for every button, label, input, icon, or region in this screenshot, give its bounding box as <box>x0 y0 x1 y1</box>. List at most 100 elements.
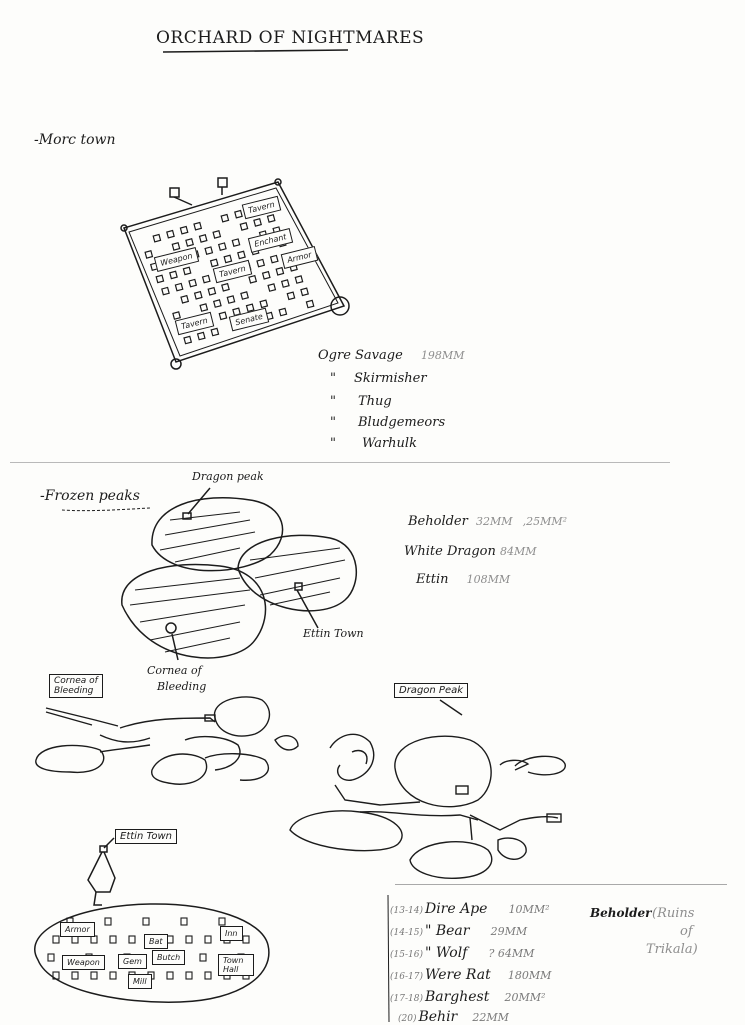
ettin-house-square <box>166 971 174 980</box>
morc-house-square <box>223 254 233 264</box>
morc-house-square <box>259 299 269 309</box>
ettin-house-square <box>218 917 226 926</box>
list-item: Beholder 32MM ,25MM² <box>408 514 568 529</box>
ettin-house-square <box>204 971 212 980</box>
ettin-house-square <box>52 935 60 944</box>
ettin-house-square <box>109 971 117 980</box>
ettin-house-square <box>242 935 250 944</box>
ettin-house-square <box>109 935 117 944</box>
table-row: (15-16)" Wolf ? 64MM <box>390 945 535 961</box>
morc-house-square <box>144 250 154 259</box>
ettin-building-armor: Armor <box>60 922 95 937</box>
morc-house-square <box>152 233 162 243</box>
morc-house-square <box>275 266 285 276</box>
morc-house-square <box>248 274 258 284</box>
morc-house-square <box>294 275 304 284</box>
morc-house-square <box>217 242 227 252</box>
morc-house-square <box>220 213 230 223</box>
ettin-house-square <box>71 971 79 980</box>
section-heading-frozen: -Frozen peaks <box>40 488 140 504</box>
morc-house-square <box>226 295 236 304</box>
morc-house-square <box>196 331 206 341</box>
ettin-building-bat: Bat <box>144 934 168 949</box>
ettin-house-square <box>185 935 193 944</box>
page-title: ORCHARD OF NIGHTMARES <box>156 28 425 48</box>
morc-house-square <box>166 229 175 239</box>
morc-house-square <box>171 242 181 251</box>
table-row: (17-18)Barghest 20MM² <box>390 989 546 1005</box>
ettin-house-square <box>185 971 193 980</box>
ettin-building-inn: Inn <box>220 926 243 941</box>
list-item: Ogre Savage 198MM <box>318 348 465 363</box>
side-note-ruins: (Ruins <box>652 906 695 921</box>
ettin-house-square <box>47 953 55 962</box>
morc-house-square <box>179 225 189 235</box>
table-row: (16-17)Were Rat 180MM <box>390 967 552 983</box>
ettin-building-town-hall: Town Hall <box>218 954 254 976</box>
morc-house-square <box>218 311 228 321</box>
morc-house-square <box>204 246 214 256</box>
list-item: "Warhulk <box>330 436 417 451</box>
morc-house-square <box>240 291 249 300</box>
table-row: (20)Behir 22MM <box>398 1009 509 1025</box>
morc-house-square <box>269 254 279 264</box>
morc-house-square <box>209 258 219 268</box>
list-item: Ettin 108MM <box>416 572 511 587</box>
morc-house-square <box>185 238 194 247</box>
morc-house-square <box>280 279 290 288</box>
morc-house-square <box>180 294 190 304</box>
ettin-house-square <box>90 971 98 980</box>
morc-house-square <box>193 290 203 300</box>
side-name-beholder: Beholder <box>590 906 652 920</box>
morc-house-square <box>237 250 246 260</box>
ettin-building-mill: Mill <box>128 974 152 989</box>
morc-house-square <box>266 214 276 223</box>
section-heading-morc: -Morc town <box>34 132 116 148</box>
side-note-of: of <box>680 924 693 939</box>
morc-house-square <box>212 230 222 239</box>
morc-house-square <box>256 258 266 268</box>
label-box-ettin-town: Ettin Town <box>115 829 177 844</box>
morc-house-square <box>234 209 243 219</box>
morc-house-square <box>199 303 209 312</box>
morc-house-square <box>183 335 193 345</box>
label-box-dragon-peak: Dragon Peak <box>394 683 469 698</box>
ettin-house-square <box>142 917 150 926</box>
side-note-trikala: Trikala) <box>646 942 698 957</box>
ettin-building-gem: Gem <box>118 954 147 969</box>
morc-house-square <box>231 238 241 248</box>
table-row: (13-14)Dire Ape 10MM² <box>390 901 550 917</box>
morc-house-square <box>193 221 203 231</box>
ettin-house-square <box>128 935 136 944</box>
morc-house-square <box>300 287 309 297</box>
morc-house-square <box>239 222 249 231</box>
map-label-ettin-town: Ettin Town <box>303 627 364 640</box>
morc-house-square <box>207 286 217 296</box>
morc-house-square <box>155 274 165 284</box>
table-row: (14-15)" Bear 29MM <box>390 923 528 939</box>
list-item: "Skirmisher <box>330 371 427 386</box>
ettin-house-square <box>180 917 188 926</box>
list-item: "Bludgemeors <box>330 415 446 430</box>
morc-house-square <box>188 278 198 288</box>
morc-house-square <box>174 282 184 292</box>
list-item: White Dragon 84MM <box>404 544 537 559</box>
ettin-house-square <box>104 917 112 926</box>
morc-house-square <box>182 266 192 276</box>
morc-house-square <box>172 311 181 320</box>
morc-house-square <box>210 327 220 337</box>
list-item: "Thug <box>330 394 392 409</box>
table-divider <box>395 884 727 885</box>
ettin-house-square <box>199 953 207 962</box>
morc-house-square <box>201 274 211 284</box>
map-label-cornea-1: Cornea of <box>147 664 202 677</box>
morc-house-square <box>278 307 288 317</box>
ettin-house-square <box>204 935 212 944</box>
morc-house-square <box>261 270 271 280</box>
